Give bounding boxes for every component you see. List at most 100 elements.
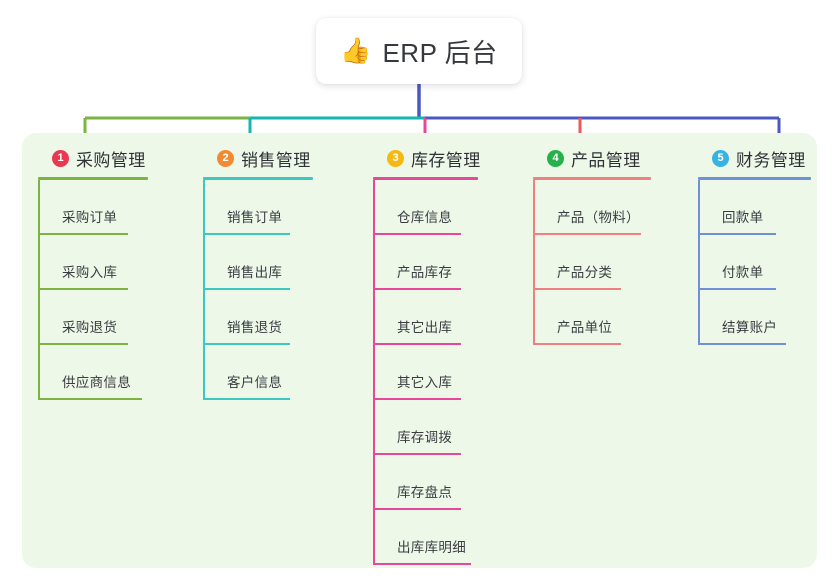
- leaf-item[interactable]: 其它出库: [373, 290, 523, 345]
- leaf-label: 采购入库: [62, 265, 118, 280]
- branch-leaf-list: 回款单付款单结算账户: [698, 180, 839, 345]
- leaf-rule: [373, 453, 461, 455]
- branch-title: 销售管理: [241, 150, 311, 170]
- leaf-rule: [373, 343, 461, 345]
- branch-leaf-list: 仓库信息产品库存其它出库其它入库库存调拨库存盘点出库库明细: [373, 180, 523, 565]
- leaf-label: 销售出库: [227, 265, 283, 280]
- leaf-rule: [38, 343, 128, 345]
- branch-trunk-line: [38, 180, 40, 400]
- leaf-rule: [203, 288, 290, 290]
- leaf-item[interactable]: 产品库存: [373, 235, 523, 290]
- branch-title-rule: [203, 177, 313, 180]
- leaf-label: 仓库信息: [397, 210, 453, 225]
- branch-number-badge: 4: [547, 149, 564, 167]
- leaf-item[interactable]: 销售出库: [203, 235, 353, 290]
- branch-leaf-list: 产品（物料） 产品分类产品单位: [533, 180, 693, 345]
- leaf-label: 库存调拨: [397, 430, 453, 445]
- branch-column-3: 3 库存管理仓库信息产品库存其它出库其它入库库存调拨库存盘点出库库明细: [373, 146, 523, 565]
- thumbs-up-icon: 👍: [340, 36, 372, 65]
- leaf-item[interactable]: 出库库明细: [373, 510, 523, 565]
- leaf-item[interactable]: 结算账户: [698, 290, 839, 345]
- leaf-label: 产品单位: [557, 320, 613, 335]
- leaf-rule: [698, 288, 776, 290]
- branch-title: 采购管理: [76, 150, 146, 170]
- leaf-rule: [533, 233, 641, 235]
- leaf-rule: [698, 343, 786, 345]
- leaf-item[interactable]: 客户信息: [203, 345, 353, 400]
- leaf-item[interactable]: 库存调拨: [373, 400, 523, 455]
- leaf-label: 客户信息: [227, 375, 283, 390]
- branch-number-badge: 5: [712, 149, 729, 167]
- leaf-rule: [38, 398, 142, 400]
- branch-title-rule: [38, 177, 148, 180]
- leaf-label: 回款单: [722, 210, 764, 225]
- leaf-item[interactable]: 供应商信息: [38, 345, 188, 400]
- branches-panel: [22, 133, 817, 568]
- leaf-item[interactable]: 回款单: [698, 180, 839, 235]
- branch-header-5[interactable]: 5 财务管理: [698, 146, 839, 170]
- leaf-label: 产品分类: [557, 265, 613, 280]
- branch-column-1: 1 采购管理采购订单采购入库采购退货供应商信息: [38, 146, 188, 400]
- branch-number-badge: 1: [52, 149, 69, 167]
- leaf-item[interactable]: 库存盘点: [373, 455, 523, 510]
- leaf-rule: [373, 563, 471, 565]
- leaf-item[interactable]: 采购入库: [38, 235, 188, 290]
- leaf-item[interactable]: 采购退货: [38, 290, 188, 345]
- leaf-rule: [203, 343, 290, 345]
- leaf-rule: [373, 508, 461, 510]
- leaf-label: 其它入库: [397, 375, 453, 390]
- leaf-label: 结算账户: [722, 320, 778, 335]
- leaf-label: 产品库存: [397, 265, 453, 280]
- leaf-label: 采购退货: [62, 320, 118, 335]
- leaf-rule: [38, 233, 128, 235]
- leaf-item[interactable]: 采购订单: [38, 180, 188, 235]
- leaf-label: 产品（物料）: [557, 210, 640, 225]
- branch-title: 财务管理: [736, 150, 806, 170]
- branch-title-rule: [698, 177, 811, 180]
- branch-column-2: 2 销售管理销售订单销售出库销售退货客户信息: [203, 146, 353, 400]
- leaf-label: 供应商信息: [62, 375, 131, 390]
- leaf-item[interactable]: 销售订单: [203, 180, 353, 235]
- branch-trunk-line: [373, 180, 375, 565]
- branch-title-rule: [533, 177, 651, 180]
- leaf-label: 出库库明细: [397, 540, 466, 555]
- leaf-rule: [533, 343, 621, 345]
- leaf-rule: [373, 398, 461, 400]
- branch-header-3[interactable]: 3 库存管理: [373, 146, 523, 170]
- branch-trunk-line: [533, 180, 535, 345]
- branch-header-2[interactable]: 2 销售管理: [203, 146, 353, 170]
- branch-title: 产品管理: [571, 150, 641, 170]
- leaf-label: 销售退货: [227, 320, 283, 335]
- branch-header-4[interactable]: 4 产品管理: [533, 146, 693, 170]
- leaf-item[interactable]: 付款单: [698, 235, 839, 290]
- leaf-rule: [698, 233, 776, 235]
- root-node[interactable]: 👍 ERP 后台: [316, 18, 522, 84]
- branch-trunk-line: [698, 180, 700, 345]
- leaf-item[interactable]: 产品（物料）: [533, 180, 693, 235]
- branch-leaf-list: 采购订单采购入库采购退货供应商信息: [38, 180, 188, 400]
- leaf-rule: [203, 233, 290, 235]
- leaf-rule: [38, 288, 128, 290]
- leaf-item[interactable]: 仓库信息: [373, 180, 523, 235]
- branch-number-badge: 2: [217, 149, 234, 167]
- leaf-rule: [373, 233, 461, 235]
- branch-title-rule: [373, 177, 478, 180]
- branch-number-badge: 3: [387, 149, 404, 167]
- leaf-label: 库存盘点: [397, 485, 453, 500]
- leaf-item[interactable]: 其它入库: [373, 345, 523, 400]
- branch-column-4: 4 产品管理产品（物料） 产品分类产品单位: [533, 146, 693, 345]
- branch-header-1[interactable]: 1 采购管理: [38, 146, 188, 170]
- leaf-item[interactable]: 产品单位: [533, 290, 693, 345]
- leaf-item[interactable]: 产品分类: [533, 235, 693, 290]
- leaf-item[interactable]: 销售退货: [203, 290, 353, 345]
- branch-trunk-line: [203, 180, 205, 400]
- branch-title: 库存管理: [411, 150, 481, 170]
- leaf-label: 销售订单: [227, 210, 283, 225]
- root-title: ERP 后台: [382, 37, 498, 68]
- branch-leaf-list: 销售订单销售出库销售退货客户信息: [203, 180, 353, 400]
- leaf-rule: [373, 288, 461, 290]
- branch-column-5: 5 财务管理回款单付款单结算账户: [698, 146, 839, 345]
- leaf-label: 采购订单: [62, 210, 118, 225]
- leaf-rule: [203, 398, 290, 400]
